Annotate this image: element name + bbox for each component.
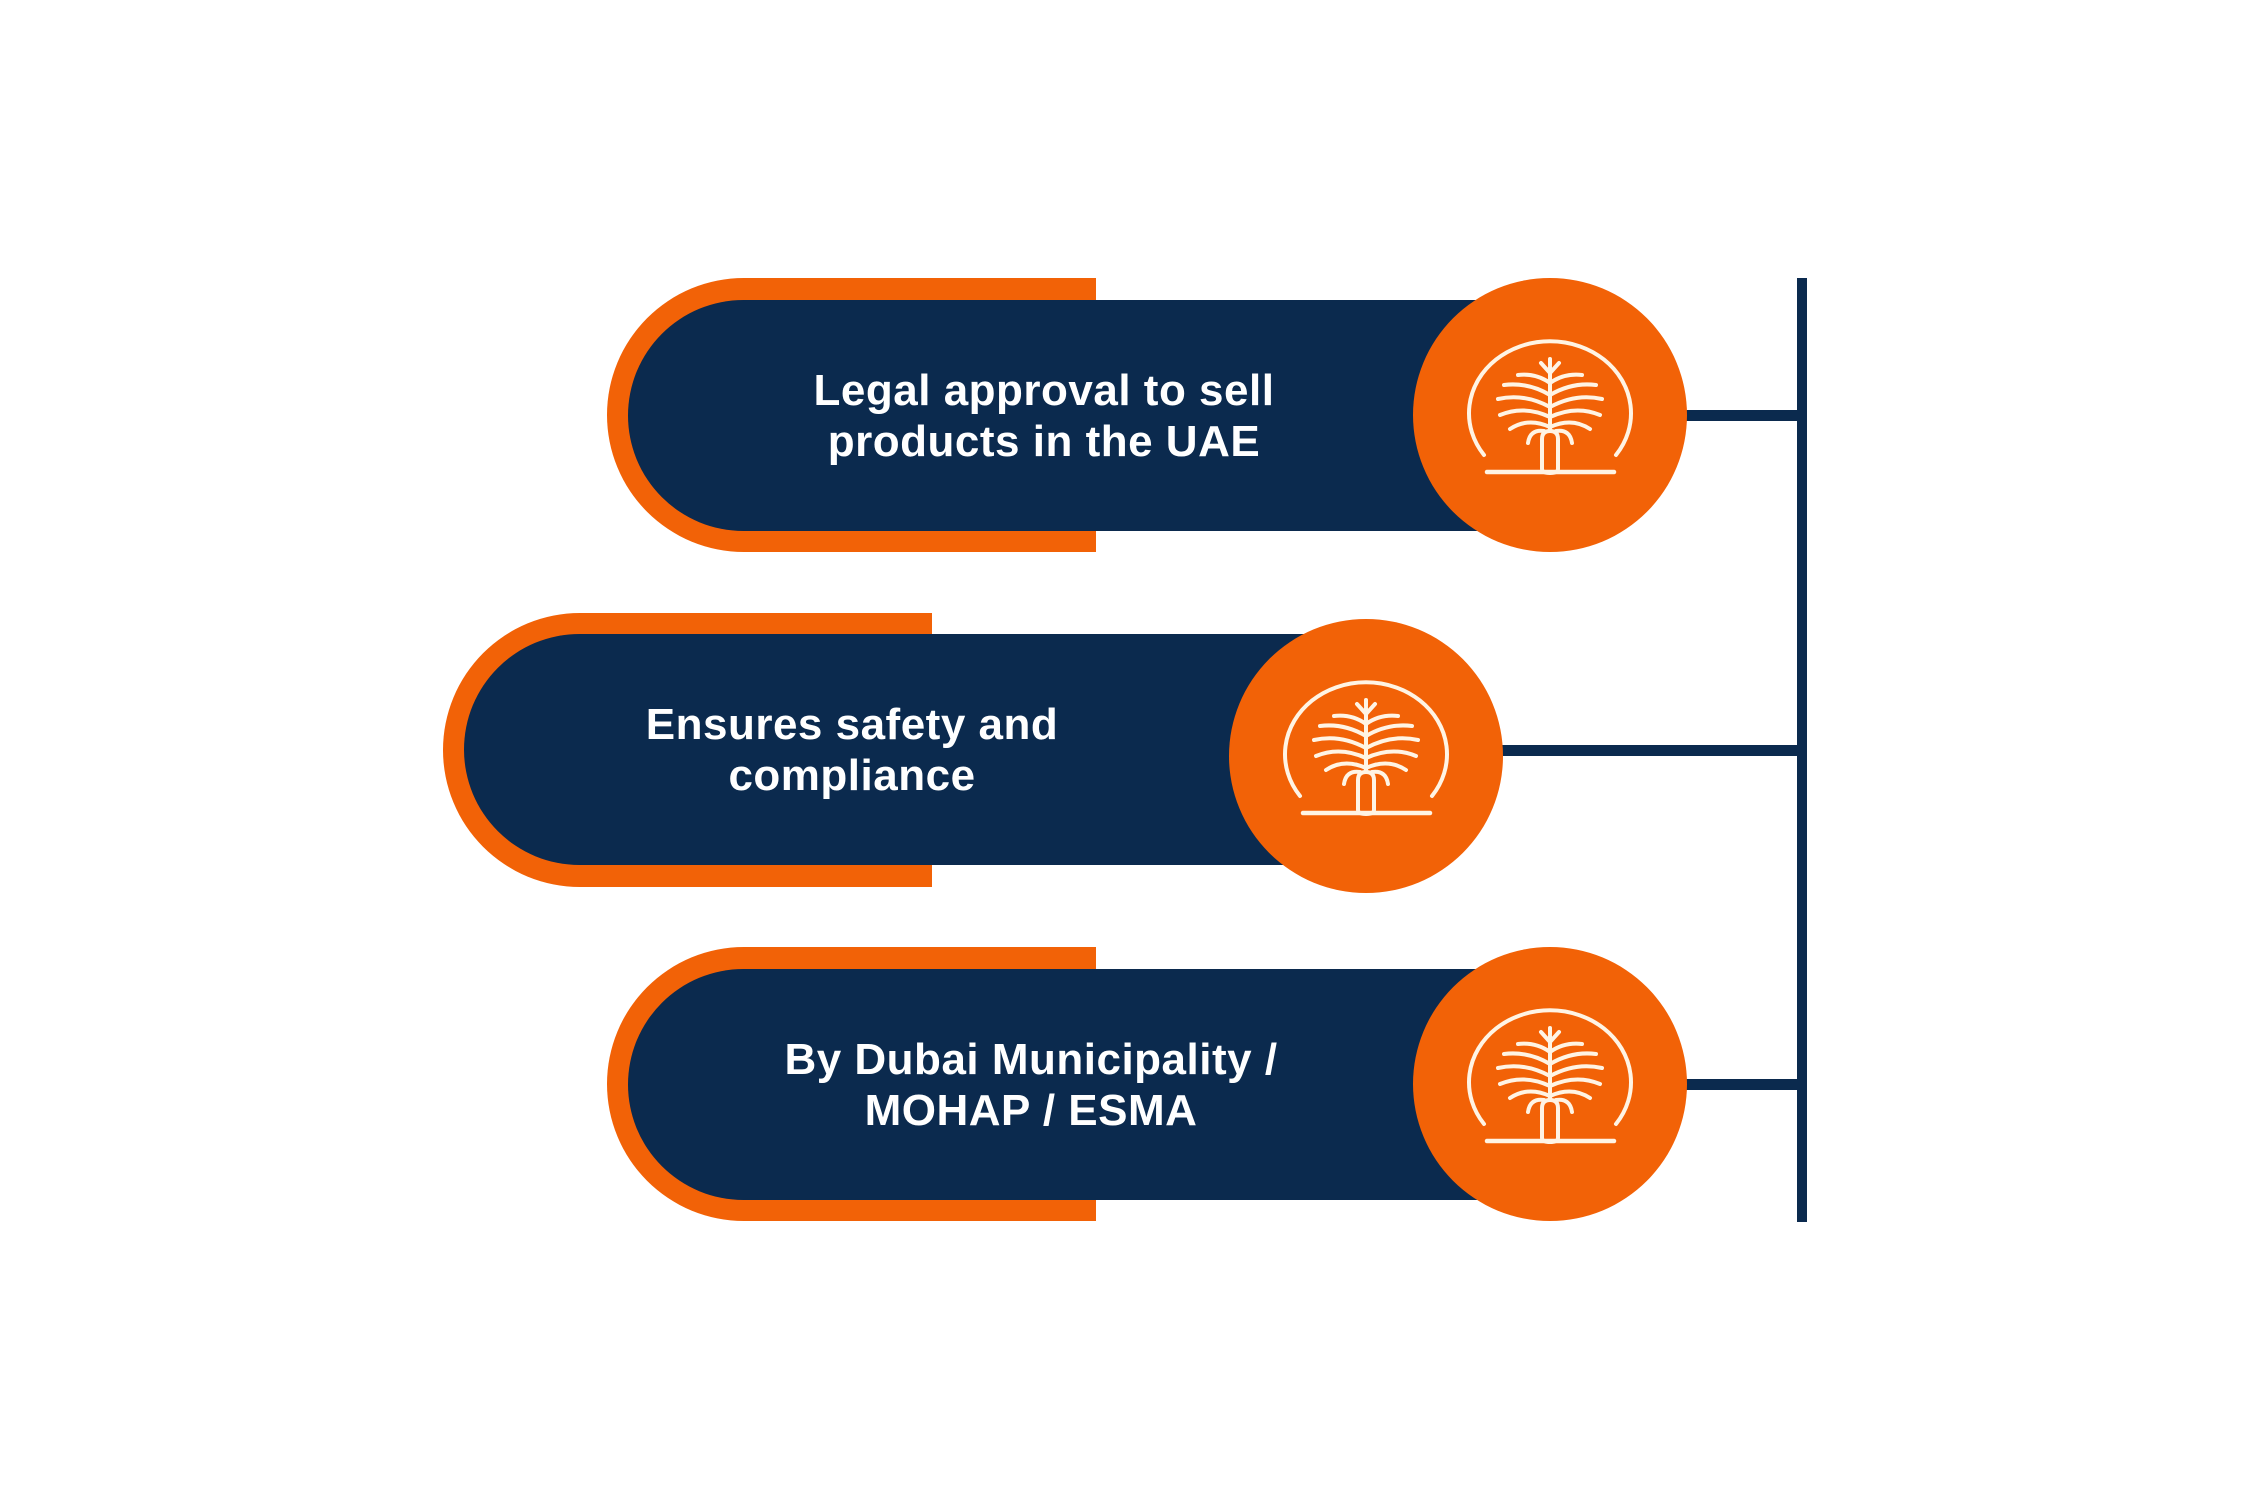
item-label: By Dubai Municipality / MOHAP / ESMA [628,969,1434,1200]
palm-jumeirah-icon [1413,278,1687,552]
item-label: Legal approval to sell products in the U… [628,300,1460,531]
item-label-line-2: products in the UAE [827,416,1261,466]
navy-label-bar [628,300,1494,531]
icon-badge [1229,619,1503,893]
palm-jumeirah-icon [1229,619,1503,893]
item-label-line-1: Ensures safety and [645,699,1059,749]
item-label-line-1: Legal approval to sell [813,365,1275,415]
item-label-line-2: compliance [728,750,976,800]
timeline-spine [1797,278,1807,1222]
connector-line [1660,410,1802,421]
item-label: Ensures safety and compliance [464,634,1240,865]
item-label-line-2: MOHAP / ESMA [864,1085,1198,1135]
item-label-line-1: By Dubai Municipality / [784,1034,1278,1084]
navy-label-bar [628,969,1494,1200]
palm-jumeirah-icon [1413,947,1687,1221]
icon-badge [1413,278,1687,552]
navy-label-bar [464,634,1330,865]
connector-line [1480,745,1802,756]
icon-badge [1413,947,1687,1221]
connector-line [1660,1079,1802,1090]
